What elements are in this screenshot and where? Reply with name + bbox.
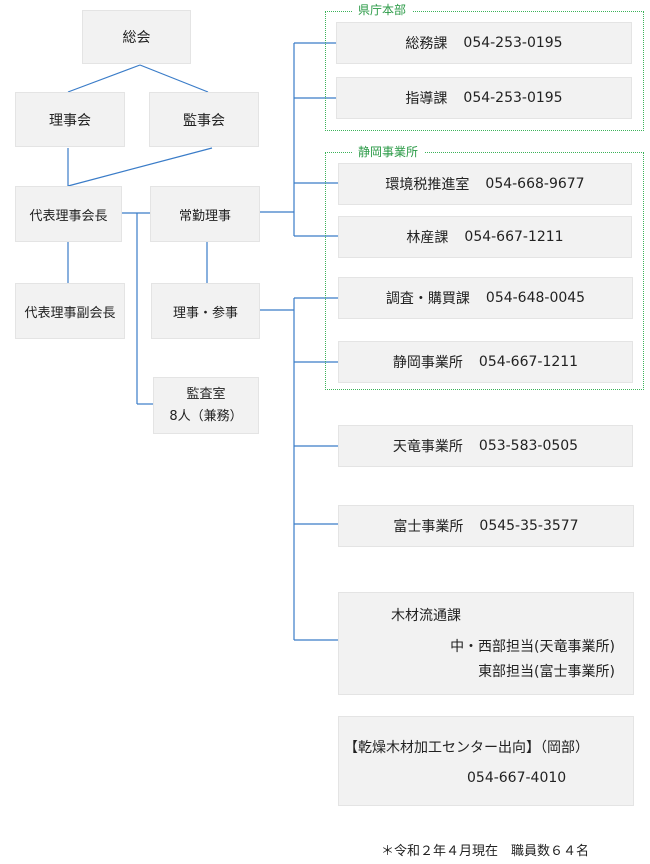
- dept-box-shizuoka-office: 静岡事業所 054-667-1211: [338, 341, 633, 383]
- hq-group: [325, 11, 644, 131]
- dept-phone: 054-667-1211: [464, 229, 564, 245]
- dept-phone: 054-253-0195: [463, 35, 563, 51]
- dept-phone: 054-667-1211: [478, 354, 579, 370]
- dept-name: 環境税推進室: [385, 177, 470, 193]
- dept-phone: 0545-35-3577: [479, 518, 579, 534]
- timber-line-east: 東部担当(富士事業所): [478, 664, 615, 680]
- dept-phone: 054-253-0195: [463, 90, 563, 106]
- dept-box-guidance: 指導課 054-253-0195: [336, 77, 632, 119]
- general-assembly-label: 総会: [122, 30, 151, 46]
- shizuoka-group-label: 静岡事業所: [352, 145, 425, 159]
- dept-box-general-affairs: 総務課 054-253-0195: [336, 22, 632, 64]
- director-counselor-label: 理事・参事: [172, 305, 238, 321]
- drying-center-phone: 054-667-4010: [467, 770, 567, 786]
- fulltime-director-label: 常勤理事: [178, 208, 231, 224]
- dept-box-forest-products: 林産課 054-667-1211: [338, 216, 632, 258]
- director-counselor-box: 理事・参事: [151, 283, 260, 339]
- vice-chairman-box: 代表理事副会長: [15, 283, 125, 339]
- audit-board-box: 監事会: [149, 92, 259, 147]
- fulltime-director-box: 常勤理事: [150, 186, 260, 242]
- drying-center-title: 【乾燥木材加工センター出向】（岡部）: [344, 740, 589, 756]
- dept-phone: 054-668-9677: [485, 176, 585, 192]
- general-assembly-box: 総会: [82, 10, 191, 64]
- dept-phone: 053-583-0505: [478, 438, 579, 454]
- chairman-box: 代表理事会長: [15, 186, 122, 242]
- chairman-label: 代表理事会長: [29, 208, 108, 224]
- dept-box-fuji-office: 富士事業所 0545-35-3577: [338, 505, 634, 547]
- dept-name: 富士事業所: [393, 519, 464, 535]
- timber-line-central-west: 中・西部担当(天竜事業所): [450, 639, 615, 655]
- dept-box-survey-purchasing: 調査・購買課 054-648-0045: [338, 277, 633, 319]
- footnote: ＊令和２年４月現在 職員数６４名: [381, 844, 590, 859]
- shizuoka-group: [325, 152, 644, 390]
- dept-name: 調査・購買課: [385, 291, 470, 307]
- board-label: 理事会: [49, 112, 91, 129]
- hq-group-label: 県庁本部: [352, 3, 413, 17]
- vice-chairman-label: 代表理事副会長: [24, 305, 116, 321]
- dept-phone: 054-648-0045: [485, 290, 586, 306]
- timber-title: 木材流通課: [391, 608, 461, 624]
- audit-board-label: 監事会: [183, 112, 225, 129]
- drying-center-box: 【乾燥木材加工センター出向】（岡部） 054-667-4010: [338, 716, 634, 806]
- board-box: 理事会: [15, 92, 125, 147]
- dept-name: 総務課: [405, 36, 448, 52]
- timber-distribution-box: 木材流通課 中・西部担当(天竜事業所) 東部担当(富士事業所): [338, 592, 634, 695]
- dept-name: 静岡事業所: [392, 355, 463, 371]
- audit-office-label: 監査室: [186, 386, 226, 402]
- audit-office-box: 監査室 8人（兼務）: [153, 377, 259, 434]
- audit-office-staff: 8人（兼務）: [169, 408, 243, 424]
- dept-box-tenryu-office: 天竜事業所 053-583-0505: [338, 425, 633, 467]
- dept-name: 指導課: [405, 91, 448, 107]
- dept-name: 天竜事業所: [392, 439, 463, 455]
- dept-name: 林産課: [406, 230, 449, 246]
- dept-box-environment-tax: 環境税推進室 054-668-9677: [338, 163, 632, 205]
